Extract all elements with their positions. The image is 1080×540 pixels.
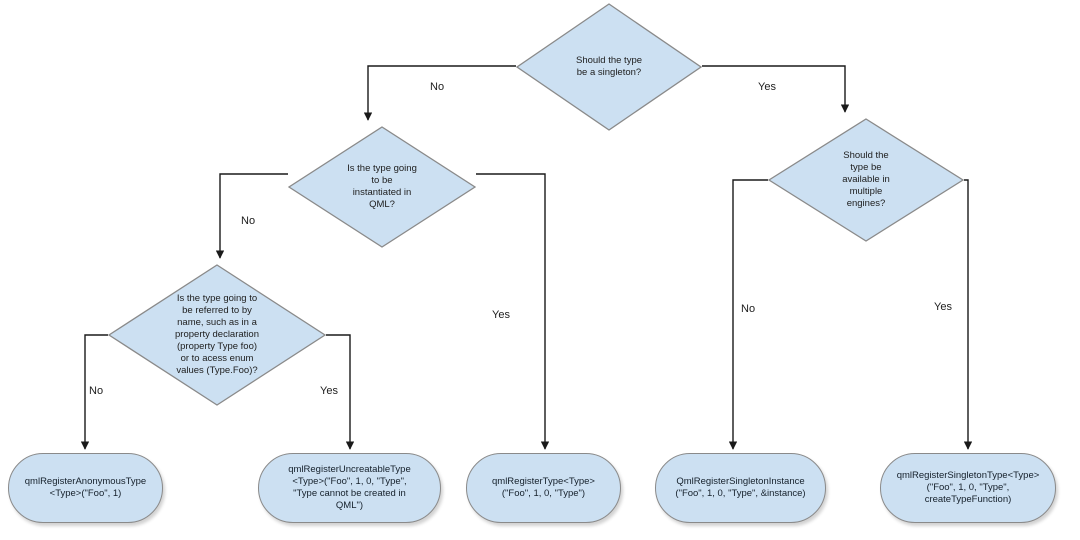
terminal-qml-register-anonymous-type[interactable]: qmlRegisterAnonymousType <Type>("Foo", 1…: [8, 453, 163, 523]
terminal-qml-register-type[interactable]: qmlRegisterType<Type> ("Foo", 1, 0, "Typ…: [466, 453, 621, 523]
diamond-shape: [288, 126, 476, 248]
decision-referred-by-name[interactable]: Is the type going to be referred to by n…: [108, 264, 326, 406]
terminal-label: qmlRegisterType<Type> ("Foo", 1, 0, "Typ…: [492, 476, 595, 499]
terminal-label: qmlRegisterAnonymousType <Type>("Foo", 1…: [24, 476, 147, 499]
edge-instantiated-yes: [476, 173, 550, 450]
diamond-shape: [108, 264, 326, 406]
terminal-qml-register-singleton-instance[interactable]: QmlRegisterSingletonInstance ("Foo", 1, …: [655, 453, 826, 523]
decision-multiple-engines[interactable]: Should the type be available in multiple…: [768, 118, 964, 242]
terminal-label: QmlRegisterSingletonInstance ("Foo", 1, …: [675, 476, 806, 499]
terminal-label: qmlRegisterSingletonType<Type> ("Foo", 1…: [896, 470, 1040, 505]
diamond-shape: [516, 3, 702, 131]
edge-instantiated-no: [215, 173, 288, 259]
diamond-shape: [768, 118, 964, 242]
edge-label-instantiated-yes: Yes: [492, 309, 510, 321]
edge-referred-no: [80, 334, 108, 450]
edge-singleton-no: [363, 65, 516, 121]
edge-label-engines-no: No: [741, 303, 756, 315]
terminal-qml-register-uncreatable-type[interactable]: qmlRegisterUncreatableType <Type>("Foo",…: [258, 453, 441, 523]
edge-engines-no: [728, 179, 768, 450]
decision-should-be-singleton[interactable]: Should the type be a singleton?: [516, 3, 702, 131]
edge-engines-yes: [963, 179, 973, 450]
edge-label-singleton-no: No: [430, 81, 445, 93]
edge-label-referred-no: No: [89, 385, 104, 397]
terminal-label: qmlRegisterUncreatableType <Type>("Foo",…: [288, 464, 411, 511]
decision-instantiated-in-qml[interactable]: Is the type going to be instantiated in …: [288, 126, 476, 248]
edge-label-engines-yes: Yes: [934, 301, 952, 313]
terminal-qml-register-singleton-type[interactable]: qmlRegisterSingletonType<Type> ("Foo", 1…: [880, 453, 1056, 523]
edge-label-singleton-yes: Yes: [758, 81, 776, 93]
edge-label-referred-yes: Yes: [320, 385, 338, 397]
edge-singleton-yes: [702, 65, 850, 113]
edge-referred-yes: [326, 334, 355, 450]
edge-label-instantiated-no: No: [241, 215, 256, 227]
